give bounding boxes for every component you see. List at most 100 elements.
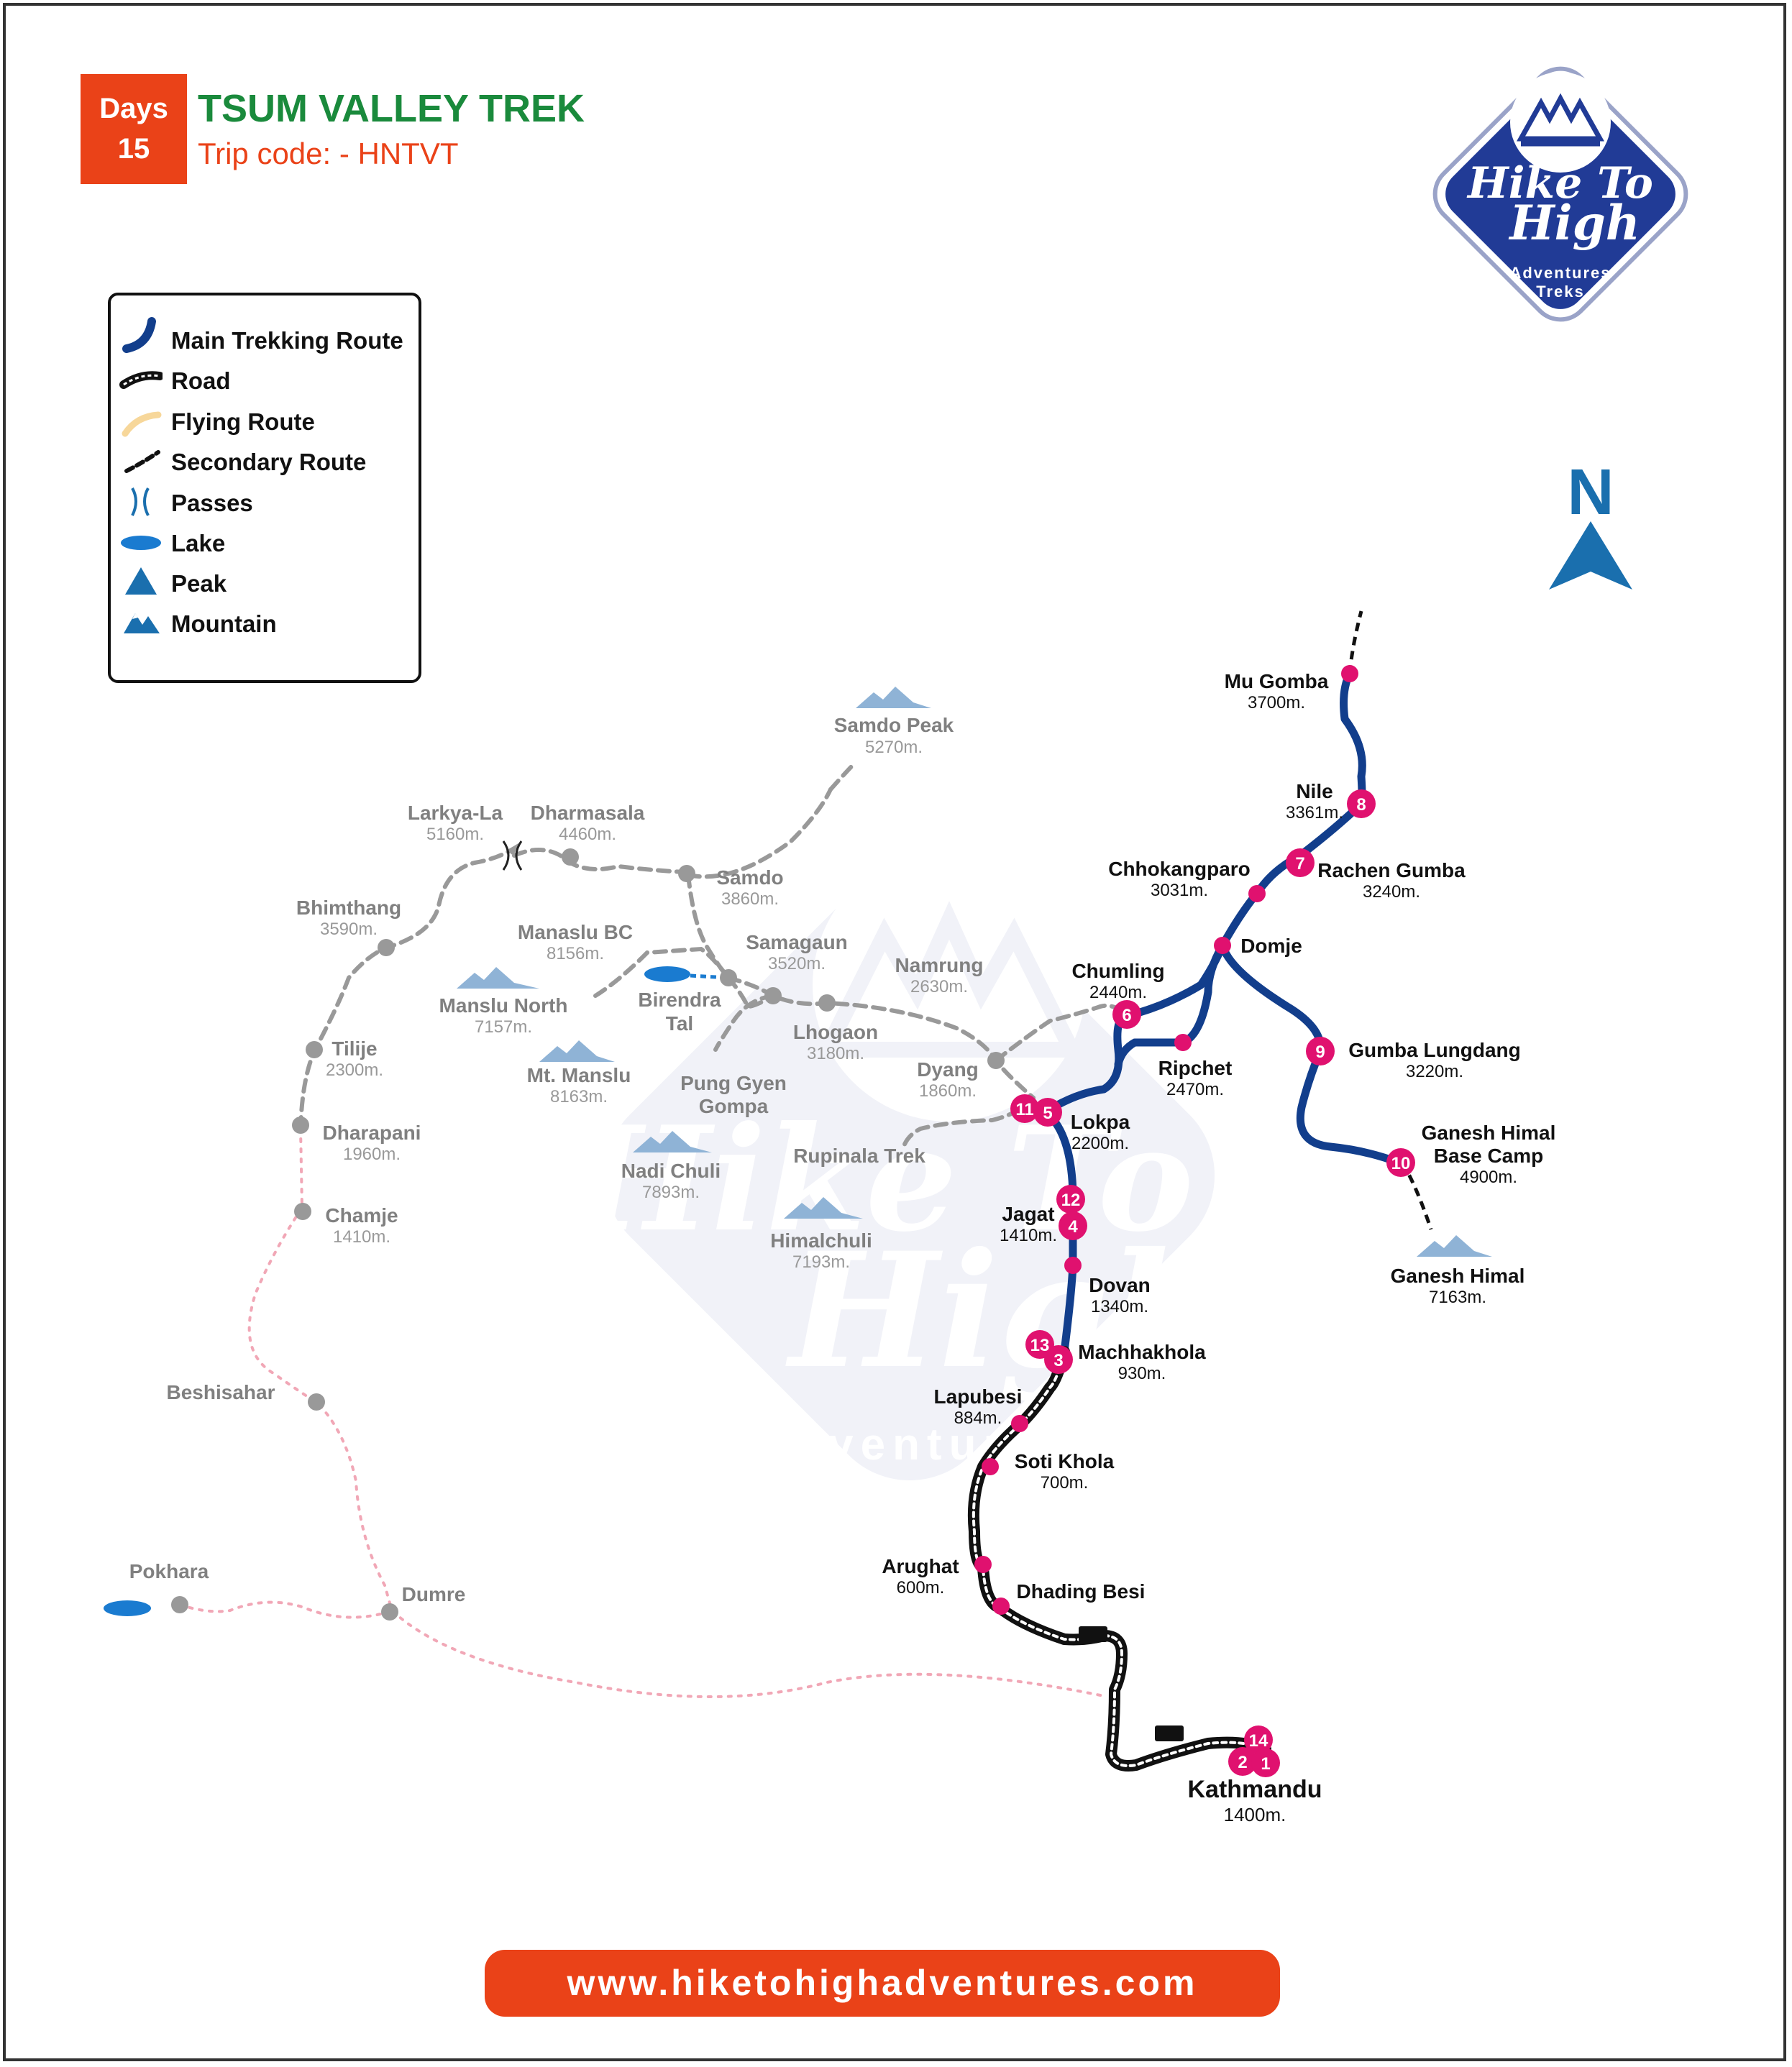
svg-text:3860m.: 3860m. (721, 889, 779, 909)
watermark-text-4: Trek (853, 1477, 974, 1527)
day-marker-9: 9 (1306, 1037, 1335, 1065)
day-marker-8: 8 (1347, 789, 1376, 818)
day-marker-10: 10 (1386, 1148, 1415, 1177)
svg-text:Manaslu BC: Manaslu BC (518, 921, 633, 943)
svg-text:Tilije: Tilije (332, 1037, 377, 1060)
svg-text:5270m.: 5270m. (865, 738, 923, 757)
svg-text:3520m.: 3520m. (768, 954, 826, 973)
day-marker-11: 11 (1010, 1094, 1039, 1123)
label-ganesh-bc-1: Ganesh Himal (1422, 1122, 1556, 1144)
day-marker-7: 7 (1286, 848, 1315, 877)
website-link[interactable]: www.hiketohighadventures.com (485, 1950, 1280, 2017)
mountain-icon (457, 967, 539, 989)
logo-text-2: High (1508, 195, 1640, 251)
svg-text:Dharapani: Dharapani (323, 1122, 421, 1144)
svg-text:3590m.: 3590m. (320, 920, 378, 939)
legend: Main Trekking Route Road Flying Route Se… (108, 293, 421, 683)
logo-text-1: Hike To (1466, 158, 1653, 208)
svg-text:600m.: 600m. (897, 1578, 945, 1598)
legend-item-peak: Peak (171, 570, 227, 597)
svg-text:Dumre: Dumre (402, 1583, 466, 1605)
svg-text:3700m.: 3700m. (1248, 693, 1305, 712)
legend-item-main-route: Main Trekking Route (171, 327, 403, 354)
legend-item-road: Road (171, 367, 231, 394)
svg-text:1410m.: 1410m. (1000, 1226, 1057, 1245)
svg-text:9: 9 (1315, 1042, 1325, 1062)
label-arughat: Arughat (882, 1555, 959, 1577)
svg-text:Samagaun: Samagaun (746, 931, 848, 953)
lake-icon (104, 1600, 151, 1616)
mountain-icon (124, 613, 160, 633)
watermark: Hike To High Adventures Trek (572, 848, 1225, 1527)
svg-text:Mt. Manslu: Mt. Manslu (527, 1064, 631, 1086)
label-mu-gomba: Mu Gomba (1225, 670, 1329, 692)
svg-text:Chamje: Chamje (325, 1204, 398, 1227)
label-jagat: Jagat (1002, 1203, 1054, 1225)
svg-text:Samdo Peak: Samdo Peak (834, 714, 954, 736)
svg-text:Lhogaon: Lhogaon (793, 1021, 878, 1043)
mountain-icon (856, 687, 931, 708)
label-lokpa: Lokpa (1071, 1111, 1130, 1133)
svg-text:3361m.: 3361m. (1286, 803, 1343, 822)
svg-text:14: 14 (1249, 1731, 1268, 1751)
legend-item-passes: Passes (171, 490, 253, 516)
svg-text:2300m.: 2300m. (326, 1060, 383, 1080)
legend-item-secondary-route: Secondary Route (171, 449, 367, 475)
logo-text-4: Treks (1536, 283, 1585, 301)
label-machhakhola: Machhakhola (1078, 1341, 1206, 1363)
label-soti-khola: Soti Khola (1015, 1450, 1115, 1472)
day-marker-14: 14 (1244, 1725, 1273, 1754)
svg-text:Tal: Tal (666, 1012, 693, 1035)
label-kathmandu: Kathmandu (1188, 1776, 1322, 1803)
svg-text:Dyang: Dyang (917, 1058, 979, 1081)
svg-text:Rupinala Trek: Rupinala Trek (793, 1145, 925, 1167)
svg-text:Samdo: Samdo (716, 866, 783, 889)
day-marker-4: 4 (1059, 1211, 1087, 1240)
stop-markers (974, 665, 1358, 1615)
lake-icon (644, 966, 690, 982)
day-marker-2: 2 (1228, 1747, 1257, 1776)
svg-text:2: 2 (1238, 1753, 1247, 1772)
svg-text:7157m.: 7157m. (475, 1017, 532, 1037)
svg-text:2470m.: 2470m. (1166, 1080, 1224, 1099)
map-frame (3, 3, 1786, 2061)
day-marker-6: 6 (1112, 1000, 1141, 1029)
svg-text:4900m.: 4900m. (1460, 1168, 1517, 1187)
svg-text:3180m.: 3180m. (807, 1044, 864, 1063)
svg-text:7193m.: 7193m. (792, 1252, 850, 1272)
day-marker-1: 1 (1251, 1749, 1280, 1777)
main-altitudes: 3700m. 3361m. 3031m. 3240m. 2440m. 2470m… (897, 693, 1517, 1825)
secondary-black-routes (1348, 610, 1433, 1230)
secondary-labels: Samdo Peak Larkya-La Dharmasala Samdo Bh… (129, 714, 984, 1605)
svg-text:Manslu North: Manslu North (439, 994, 568, 1017)
svg-text:Nadi Chuli: Nadi Chuli (621, 1160, 721, 1182)
pass-icon (502, 840, 523, 871)
svg-text:10: 10 (1391, 1154, 1411, 1173)
svg-text:Birendra: Birendra (638, 989, 721, 1011)
label-gumba-lungdang: Gumba Lungdang (1348, 1039, 1521, 1061)
main-labels: Mu Gomba Nile Chhokangparo Rachen Gumba … (882, 670, 1555, 1803)
svg-text:1860m.: 1860m. (919, 1081, 977, 1101)
svg-text:Gompa: Gompa (699, 1095, 769, 1117)
svg-text:7: 7 (1295, 854, 1304, 874)
flying-route-icon (122, 411, 162, 437)
compass: N (1549, 457, 1632, 590)
compass-label: N (1568, 457, 1614, 528)
legend-item-flying-route: Flying Route (171, 408, 315, 435)
page-title: TSUM VALLEY TREK (198, 87, 585, 130)
svg-text:11: 11 (1015, 1100, 1033, 1119)
days-badge: Days 15 (81, 74, 187, 184)
day-markers: 8 7 6 9 10 11 5 12 4 13 3 14 2 1 (1010, 789, 1415, 1777)
mountain-icon (633, 1131, 712, 1152)
svg-text:2630m.: 2630m. (910, 977, 968, 996)
road-icon (119, 371, 163, 389)
svg-text:930m.: 930m. (1118, 1364, 1166, 1383)
svg-text:Beshisahar: Beshisahar (167, 1381, 275, 1403)
label-ganesh-himal: Ganesh Himal (1391, 1265, 1525, 1287)
svg-text:1960m.: 1960m. (343, 1145, 401, 1164)
secondary-altitudes: 5270m. 5160m. 4460m. 3860m. 3590m. 8156m… (320, 738, 977, 1272)
bus-icon (1079, 1626, 1184, 1741)
svg-text:12: 12 (1061, 1191, 1081, 1210)
peak-icon (125, 567, 157, 595)
label-rachen-gumba: Rachen Gumba (1317, 859, 1466, 881)
